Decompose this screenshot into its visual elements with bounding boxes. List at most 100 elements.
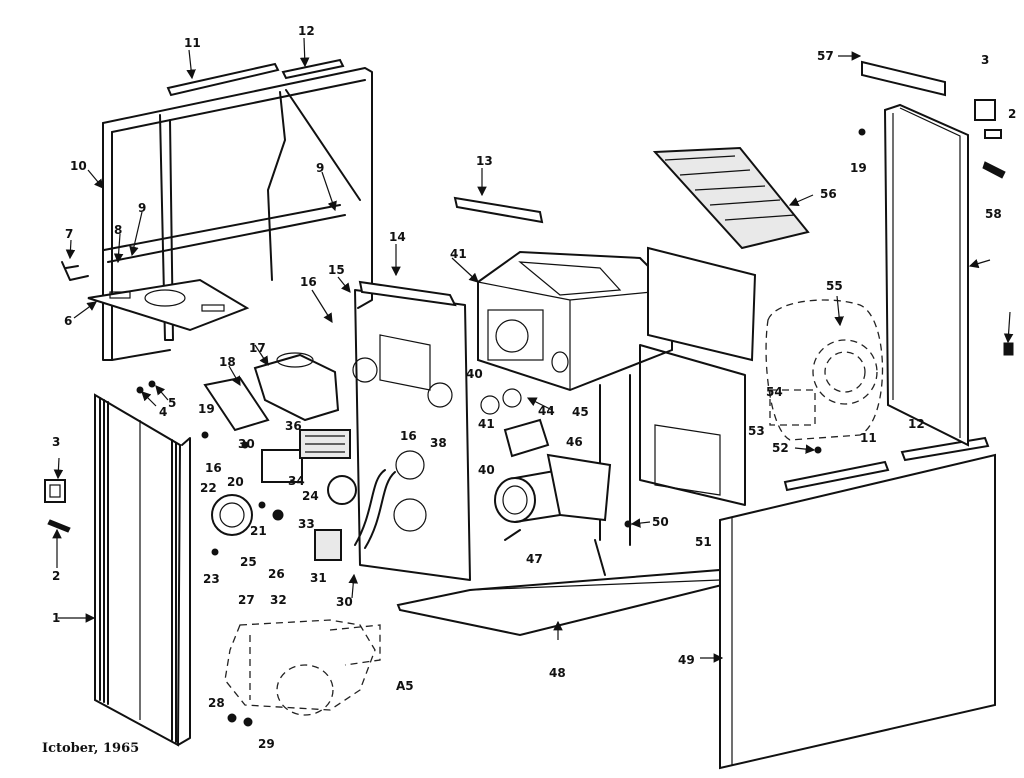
date-caption: Ictober, 1965	[42, 741, 139, 756]
label-32: 32	[270, 593, 287, 607]
label-10: 10	[70, 159, 87, 173]
leader-lines	[52, 37, 1014, 663]
cover-plate-18	[203, 376, 270, 432]
label-4: 4	[159, 405, 167, 419]
label-39: 41	[450, 247, 467, 261]
air-filter-54	[652, 146, 810, 250]
label-14: 14	[389, 230, 406, 244]
label-47: 49	[678, 653, 695, 667]
label-18: 18	[219, 355, 236, 369]
label-36: 36	[285, 419, 302, 433]
label-33: 33	[298, 517, 315, 531]
label-19: 19	[198, 402, 215, 416]
label-11b: 11	[860, 431, 877, 445]
label-17: 17	[249, 341, 266, 355]
label-24: 24	[302, 489, 319, 503]
label-16c: 16	[400, 429, 417, 443]
side-panel-57	[883, 103, 969, 447]
label-19b: 19	[850, 161, 867, 175]
observation-tube-42	[503, 418, 550, 458]
label-21: 21	[250, 524, 267, 538]
latch-2-left	[47, 519, 71, 533]
burner-tube-40	[494, 469, 561, 523]
label-49: 51	[695, 535, 712, 549]
support-rail-14	[358, 280, 457, 307]
label-56: 58	[985, 207, 1002, 221]
handle-3-left	[44, 479, 66, 503]
limit-control-20	[261, 449, 303, 483]
bracket-7	[61, 261, 89, 281]
label-5: 5	[168, 396, 176, 410]
label-1: 1	[52, 611, 60, 625]
transformer-24	[327, 475, 357, 505]
label-31: 31	[310, 571, 327, 585]
diagram-code: A5	[396, 679, 414, 693]
label-8: 8	[114, 223, 122, 237]
label-9: 9	[138, 201, 146, 215]
label-12: 12	[298, 24, 315, 38]
wire-harness	[354, 469, 396, 549]
label-53: 55	[826, 279, 843, 293]
oil-burner-27	[224, 619, 381, 716]
label-30b: 30	[336, 595, 353, 609]
label-13: 13	[476, 154, 493, 168]
label-42: 44	[538, 404, 555, 418]
label-45: 47	[526, 552, 543, 566]
label-54: 56	[820, 187, 837, 201]
switch-31	[314, 529, 342, 561]
brace-45	[504, 529, 606, 576]
label-40: 40	[466, 367, 483, 381]
hardware-parts	[136, 128, 866, 727]
label-26: 26	[268, 567, 285, 581]
top-rail-55	[861, 60, 946, 97]
label-28: 28	[208, 696, 225, 710]
top-frame-assembly	[102, 67, 373, 361]
label-50: 52	[772, 441, 789, 455]
label-44: 46	[566, 435, 583, 449]
label-15: 15	[328, 263, 345, 277]
label-46: 48	[549, 666, 566, 680]
label-40b: 40	[478, 463, 495, 477]
label-55: 57	[817, 49, 834, 63]
label-34: 34	[288, 474, 305, 488]
rear-panel	[639, 246, 757, 506]
blower-housing-53	[765, 299, 884, 441]
label-2b: 2	[1008, 107, 1016, 121]
rail-11-right	[783, 460, 890, 492]
label-11: 11	[184, 36, 201, 50]
label-16b: 16	[205, 461, 222, 475]
label-2: 2	[52, 569, 60, 583]
label-3: 3	[52, 435, 60, 449]
control-box-17	[253, 352, 340, 422]
front-panel-47	[719, 453, 996, 770]
bracket-56	[982, 161, 1006, 179]
label-3b: 3	[981, 53, 989, 67]
label-6: 6	[64, 314, 72, 328]
front-door-panel	[94, 393, 191, 747]
label-9b: 9	[316, 161, 324, 175]
handle-3-right	[974, 99, 996, 121]
label-51: 53	[748, 424, 765, 438]
support-rail-13	[453, 196, 544, 224]
relay-36	[299, 429, 351, 459]
part-labels: 11 12 10 9 9 8 7 6 13 14 16 15 41 17 18 …	[42, 24, 1016, 756]
label-29: 29	[258, 737, 275, 751]
label-7: 7	[65, 227, 73, 241]
combustion-chamber-44	[546, 453, 612, 522]
clip-58	[1003, 342, 1014, 356]
label-20: 20	[227, 475, 244, 489]
label-27: 27	[238, 593, 255, 607]
latch-2-right	[984, 129, 1002, 139]
label-52: 54	[766, 385, 783, 399]
label-25: 25	[240, 555, 257, 569]
top-rail-12	[281, 58, 345, 80]
base-pan-46	[396, 568, 724, 637]
label-22: 22	[200, 481, 217, 495]
label-16: 16	[300, 275, 317, 289]
gasket-41	[480, 388, 522, 415]
blower-fan-22	[211, 494, 253, 536]
label-38: 38	[430, 436, 447, 450]
rail-12-right	[900, 436, 990, 462]
label-23: 23	[203, 572, 220, 586]
